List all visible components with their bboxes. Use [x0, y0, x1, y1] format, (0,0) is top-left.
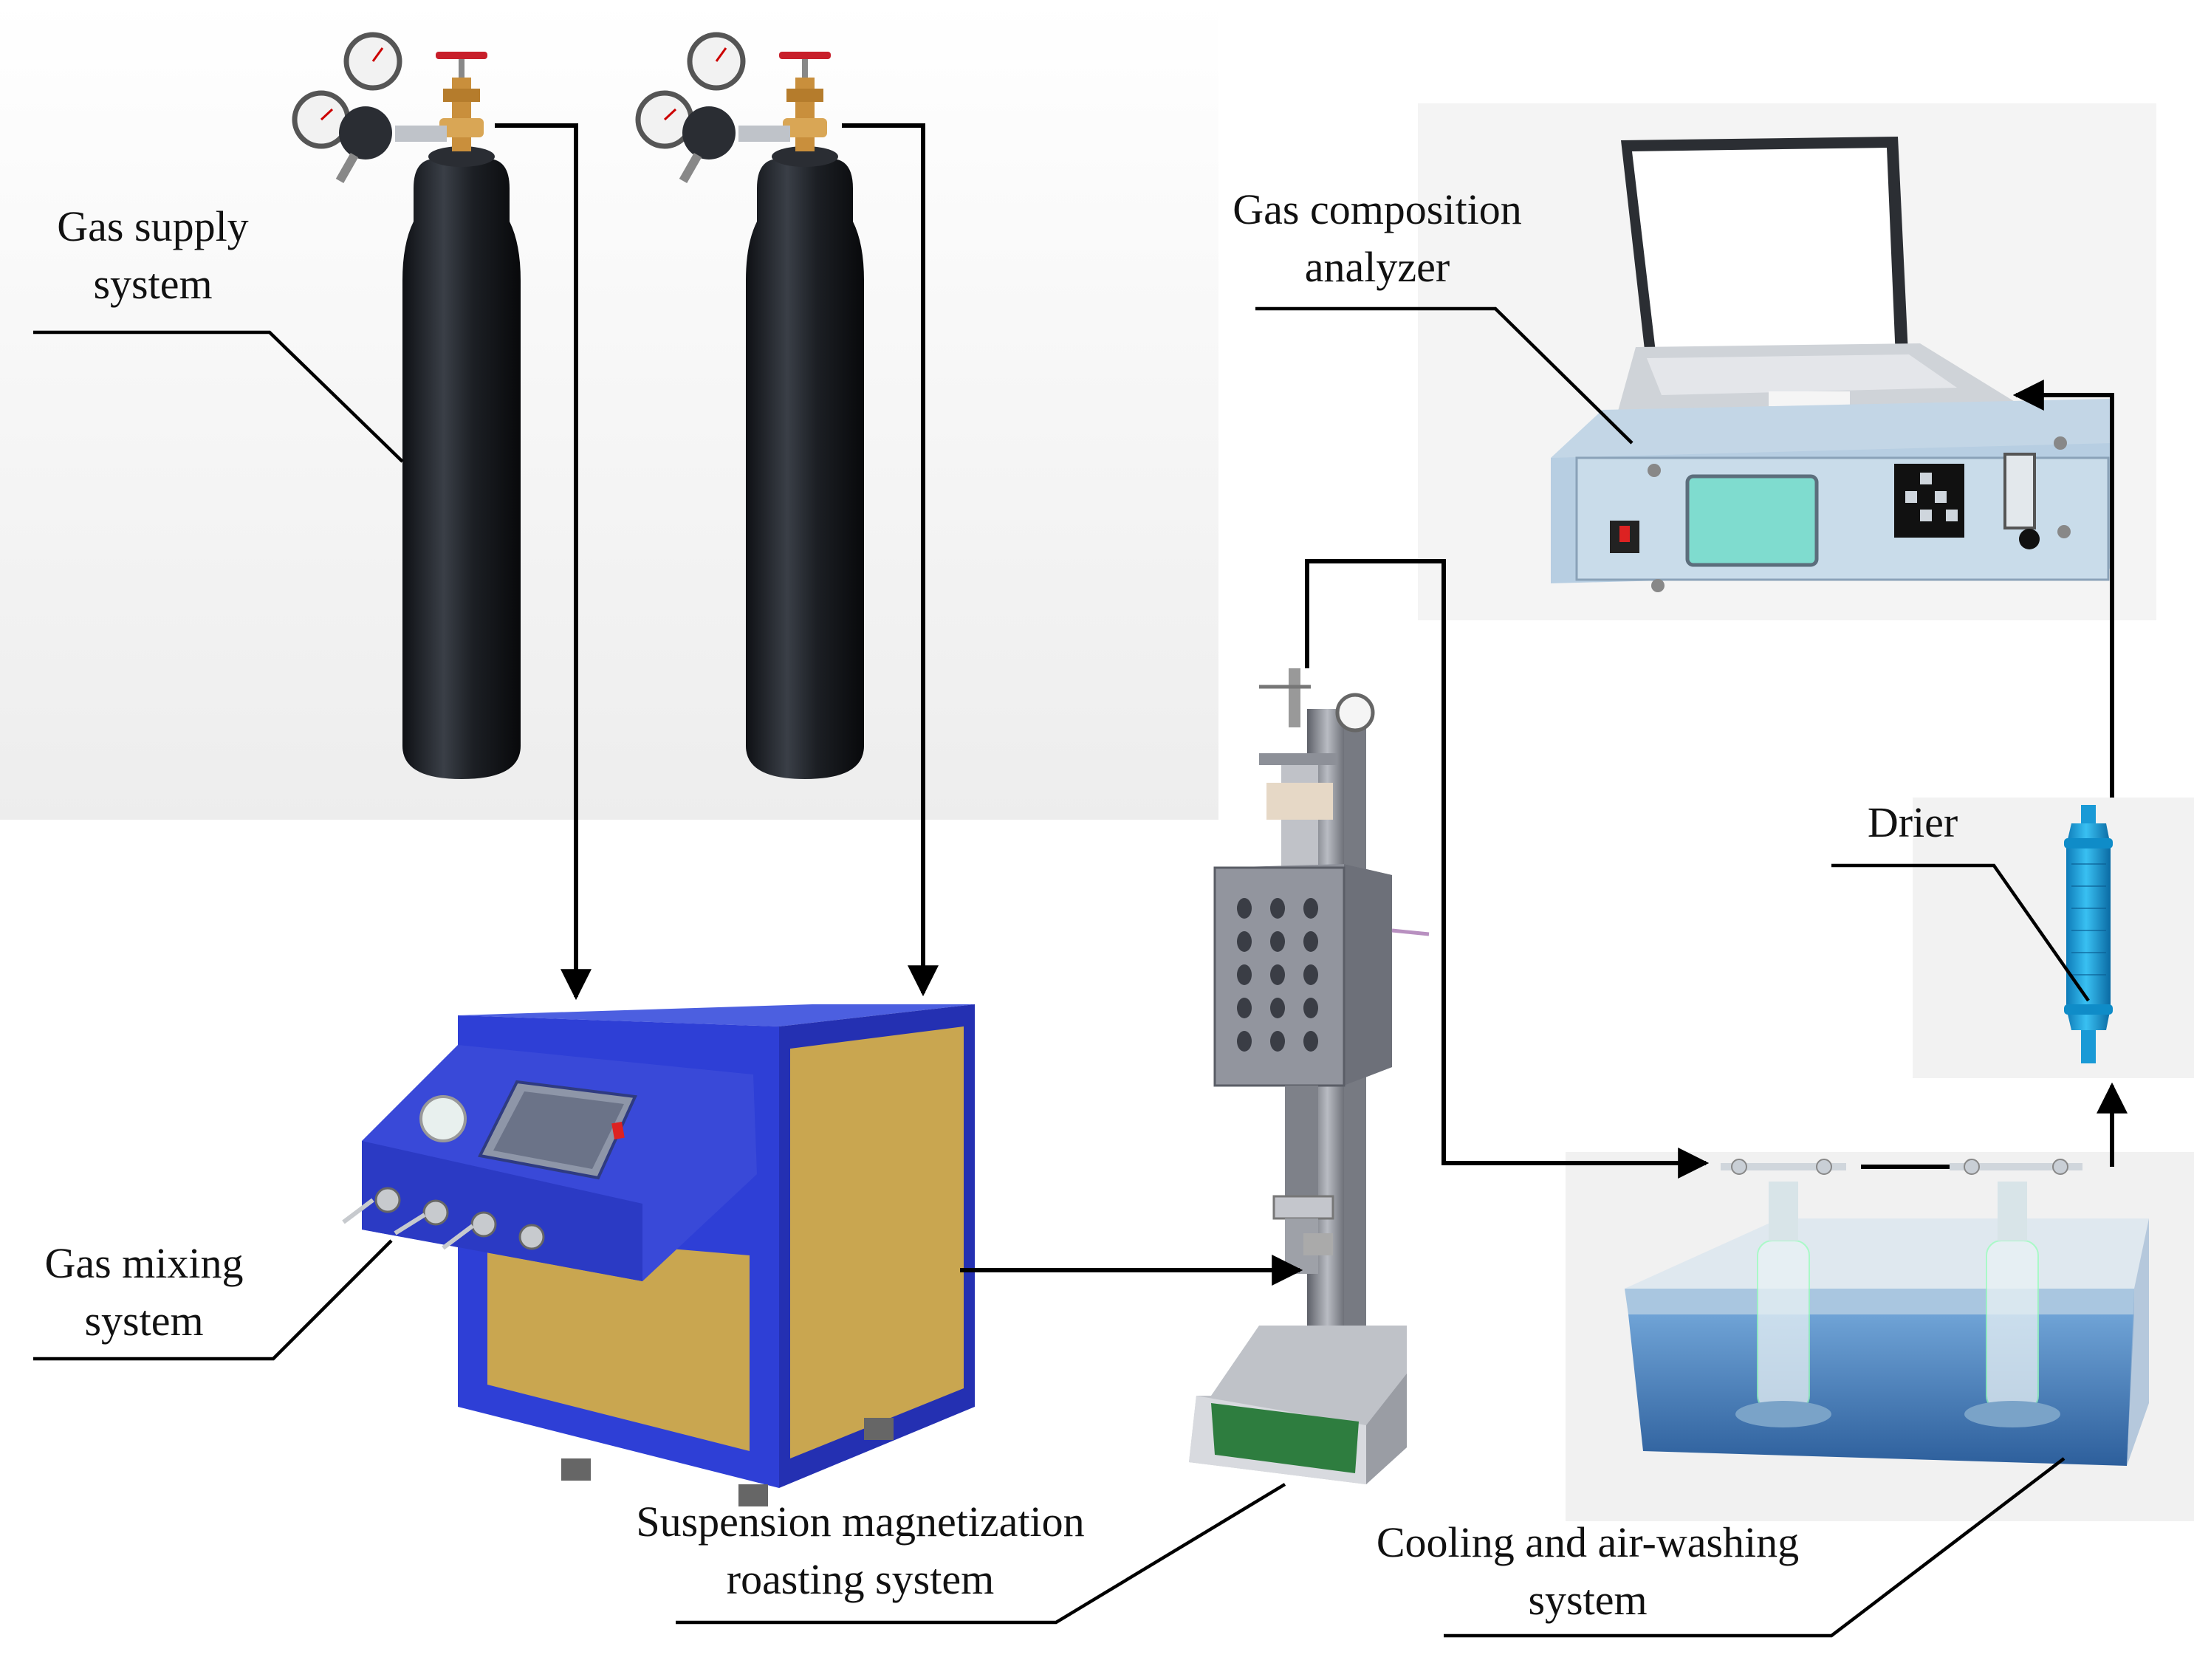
label-gas-analyzer: Gas composition analyzer: [1211, 181, 1543, 296]
leader-cooling: [1444, 1457, 2066, 1638]
gas-analyzer: [1551, 137, 2112, 592]
pipe-connections: [495, 123, 2128, 1286]
leader-gas-supply: [33, 330, 404, 463]
label-line: Gas composition: [1233, 185, 1522, 233]
label-line: roasting system: [726, 1555, 995, 1603]
pipe-cylinder1-to-mixer: [495, 123, 592, 1001]
gas-cylinder-1: [292, 32, 521, 779]
leader-drier: [1831, 863, 2090, 1002]
label-line: system: [84, 1297, 204, 1345]
label-line: system: [1528, 1576, 1648, 1624]
label-line: Gas supply: [57, 202, 249, 250]
label-line: Suspension magnetization: [636, 1498, 1085, 1546]
cylinder-backdrop: [0, 0, 1218, 820]
pipe-furnace-to-bath: [1305, 559, 1710, 1179]
label-line: system: [93, 260, 213, 308]
roasting-furnace: [1189, 668, 1430, 1484]
leader-lines: [33, 306, 2090, 1638]
label-gas-supply-system: Gas supply system: [38, 198, 267, 313]
drier-backdrop: [1913, 798, 2194, 1078]
wash-bottle-2: [1950, 1163, 2082, 1427]
wash-bottle-1: [1721, 1163, 1846, 1427]
gas-cylinder-2: [635, 32, 864, 779]
drier-column: [2064, 805, 2113, 1063]
label-roasting-system: Suspension magnetization roasting system: [594, 1493, 1126, 1608]
label-line: Gas mixing: [44, 1239, 244, 1287]
leader-roasting: [676, 1483, 1286, 1625]
label-cooling-system: Cooling and air-washing system: [1337, 1514, 1839, 1629]
pipe-cylinder2-to-mixer: [842, 123, 939, 997]
gas-mixing-cabinet: [342, 1004, 975, 1506]
pipe-drier-to-analyzer: [2012, 380, 2114, 798]
label-gas-mixing-system: Gas mixing system: [22, 1235, 266, 1350]
label-line: Drier: [1867, 798, 1958, 846]
leader-gas-mixing: [33, 1239, 393, 1361]
leader-analyzer: [1255, 306, 1633, 445]
label-drier: Drier: [1831, 794, 1994, 851]
label-line: analyzer: [1304, 243, 1450, 291]
label-line: Cooling and air-washing: [1376, 1518, 1800, 1566]
cooling-bath: [1625, 1159, 2149, 1466]
